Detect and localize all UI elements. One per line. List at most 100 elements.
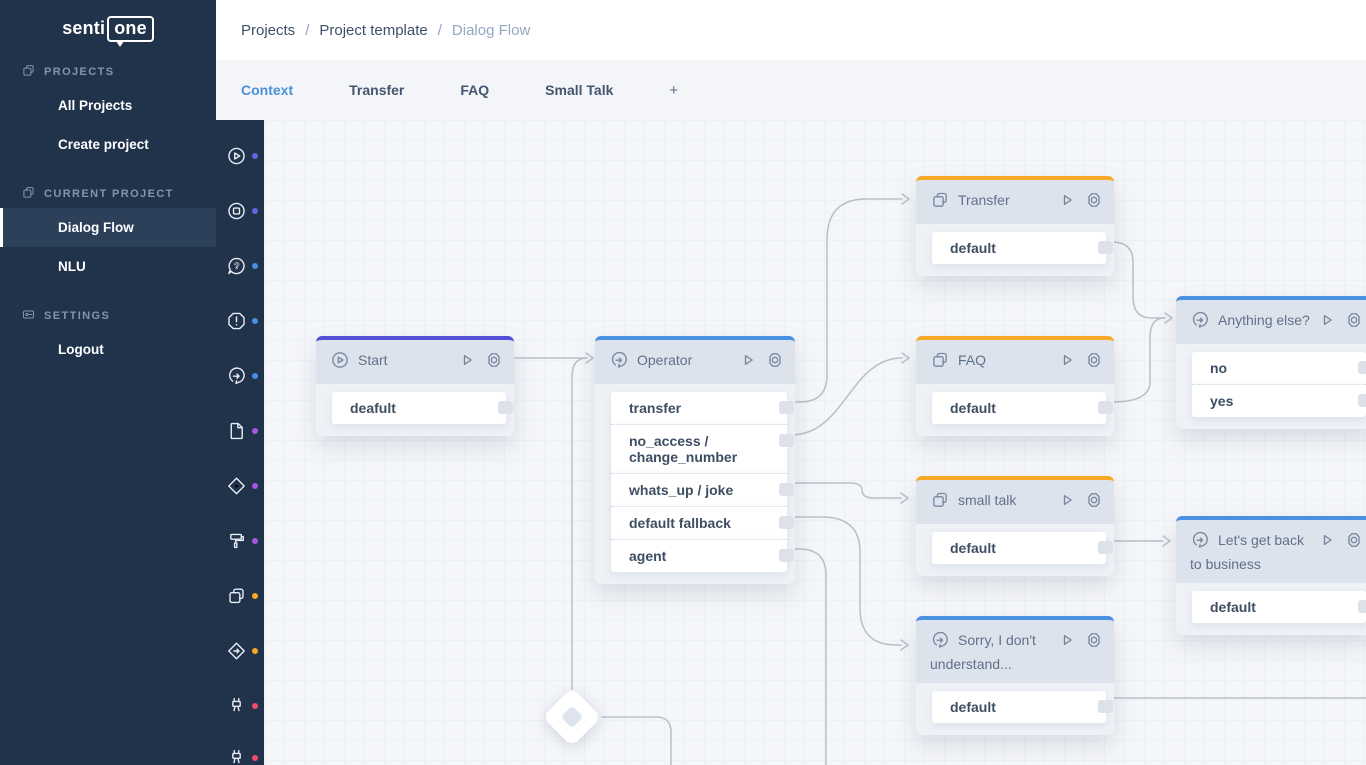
palette-item-diamond-dot[interactable] <box>216 466 264 506</box>
run-node-button[interactable] <box>1317 530 1337 550</box>
sidebar-item-dialog-flow[interactable]: Dialog Flow <box>0 208 216 247</box>
output-handle[interactable] <box>779 549 794 562</box>
palette-item-plug[interactable] <box>216 686 264 726</box>
palette-item-plug[interactable] <box>216 738 264 765</box>
node-output-row[interactable]: agent <box>611 539 794 572</box>
output-handle[interactable] <box>1098 541 1113 554</box>
node-output-row[interactable]: deafult <box>332 392 513 424</box>
run-node-button[interactable] <box>1057 490 1077 510</box>
node-settings-button[interactable] <box>1084 490 1104 510</box>
topbar: Projects/Project template/Dialog Flow <box>216 0 1366 60</box>
node-title: Anything else? <box>1218 312 1310 328</box>
node-output-row[interactable]: yes <box>1192 384 1366 417</box>
sidebar-item-logout[interactable]: Logout <box>58 342 104 357</box>
run-node-button[interactable] <box>1057 190 1077 210</box>
node-title: Sorry, I don't understand... <box>930 632 1036 672</box>
edge-arrowhead <box>901 193 911 205</box>
node-title: Operator <box>637 352 693 368</box>
node-output-row[interactable]: default <box>1192 591 1366 623</box>
palette-item-document[interactable] <box>216 411 264 451</box>
palette-item-question-bubble[interactable]: ? <box>216 246 264 286</box>
node-body: default <box>916 224 1114 276</box>
node-actions <box>1317 310 1364 330</box>
palette-item-chat-arrow[interactable] <box>216 356 264 396</box>
tab-context[interactable]: Context <box>241 82 294 98</box>
breadcrumb-item[interactable]: Project template <box>319 21 428 39</box>
palette-item-stop-circle[interactable] <box>216 191 264 231</box>
node-lets-get-back[interactable]: Let's get back to business default <box>1176 516 1366 635</box>
node-header: Operator <box>595 336 795 384</box>
run-node-button[interactable] <box>1057 350 1077 370</box>
node-output-row[interactable]: no <box>1192 352 1366 384</box>
node-anything[interactable]: Anything else? no yes <box>1176 296 1366 429</box>
node-output-row[interactable]: transfer <box>611 392 794 424</box>
output-handle[interactable] <box>1098 241 1113 254</box>
output-handle[interactable] <box>779 401 794 414</box>
node-output-row[interactable]: default <box>932 532 1113 564</box>
node-output-row[interactable]: default <box>932 392 1113 424</box>
node-body: default <box>916 524 1114 576</box>
palette-item-play-circle[interactable] <box>216 136 264 176</box>
output-handle[interactable] <box>1098 700 1113 713</box>
node-body: default <box>1176 583 1366 635</box>
edge-operator.agent-to-offscreen-bottom <box>790 548 827 765</box>
node-output-row[interactable]: no_access / change_number <box>611 424 794 473</box>
palette-item-paint-roller[interactable] <box>216 521 264 561</box>
node-settings-button[interactable] <box>1084 190 1104 210</box>
palette-dot <box>252 373 258 379</box>
logo-text-one: one <box>107 16 154 47</box>
settings-icon <box>21 307 36 325</box>
run-node-button[interactable] <box>738 350 758 370</box>
palette-item-alert-octagon[interactable] <box>216 301 264 341</box>
palette-item-stacked-cards[interactable] <box>216 576 264 616</box>
run-node-button[interactable] <box>1057 630 1077 650</box>
output-handle[interactable] <box>779 434 794 447</box>
add-tab-button[interactable]: + <box>669 81 679 99</box>
output-handle[interactable] <box>1358 600 1366 613</box>
sidebar-item-create-project[interactable]: Create project <box>58 137 149 152</box>
breadcrumb-item[interactable]: Projects <box>241 21 296 39</box>
node-output-row[interactable]: default <box>932 691 1113 723</box>
node-settings-button[interactable] <box>1344 310 1364 330</box>
node-actions <box>1317 530 1364 550</box>
output-handle[interactable] <box>779 516 794 529</box>
node-title: Transfer <box>958 192 1010 208</box>
node-sorry[interactable]: Sorry, I don't understand... default <box>916 616 1114 735</box>
node-title: Let's get back to business <box>1190 532 1304 572</box>
node-settings-button[interactable] <box>484 350 504 370</box>
node-output-row[interactable]: default <box>932 232 1113 264</box>
sidebar-item-nlu[interactable]: NLU <box>58 259 86 274</box>
tab-transfer[interactable]: Transfer <box>349 82 405 98</box>
node-output-row[interactable]: default fallback <box>611 506 794 539</box>
sidebar-item-all-projects[interactable]: All Projects <box>58 98 133 113</box>
chat-arrow-icon <box>1190 310 1210 335</box>
node-settings-button[interactable] <box>1084 350 1104 370</box>
run-node-button[interactable] <box>1317 310 1337 330</box>
output-handle[interactable] <box>1358 361 1366 374</box>
tab-small-talk[interactable]: Small Talk <box>545 82 614 98</box>
junction-node[interactable] <box>542 687 602 747</box>
palette-item-diamond-arrow[interactable] <box>216 631 264 671</box>
output-label: no <box>1210 360 1228 376</box>
edge-junction-to-operator <box>571 357 588 690</box>
output-handle[interactable] <box>779 483 794 496</box>
edge-arrowhead <box>900 639 910 651</box>
node-settings-button[interactable] <box>765 350 785 370</box>
node-transfer[interactable]: Transfer default <box>916 176 1114 276</box>
output-handle[interactable] <box>498 401 513 414</box>
output-handle[interactable] <box>1358 394 1366 407</box>
tab-faq[interactable]: FAQ <box>460 82 490 98</box>
output-handle[interactable] <box>1098 401 1113 414</box>
edge-operator.whats_up-to-small-talk <box>790 482 902 499</box>
node-settings-button[interactable] <box>1084 630 1104 650</box>
run-node-button[interactable] <box>457 350 477 370</box>
node-settings-button[interactable] <box>1344 530 1364 550</box>
node-output-row[interactable]: whats_up / joke <box>611 473 794 506</box>
output-label: default <box>950 540 996 556</box>
